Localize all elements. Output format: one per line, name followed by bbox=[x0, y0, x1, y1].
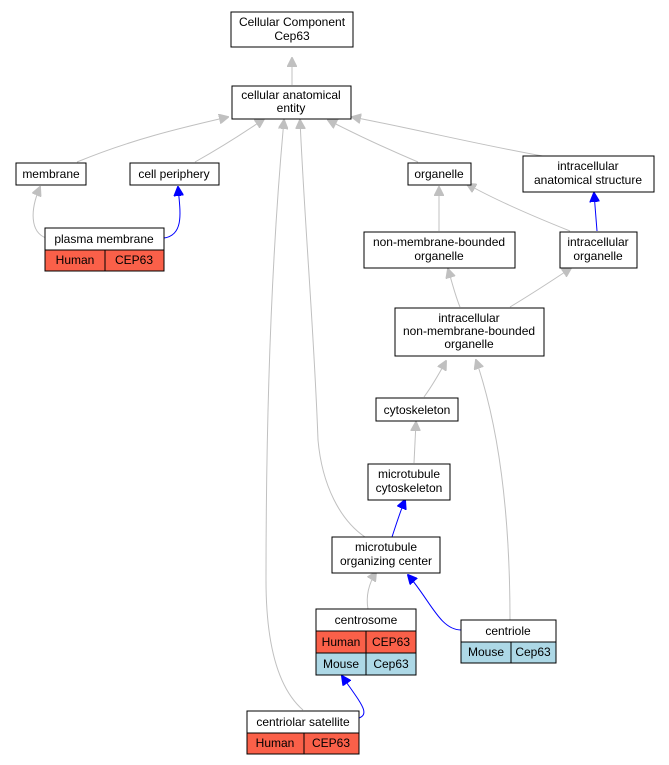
node-organelle: organelle bbox=[407, 162, 472, 186]
node-root: Cellular Component Cep63 bbox=[230, 11, 354, 48]
edge-inmbo-to-nmbo bbox=[448, 269, 461, 308]
node-cae-line2: entity bbox=[277, 101, 306, 115]
centrosome-species-mouse: Mouse bbox=[323, 657, 359, 671]
node-cytoskeleton-label: cytoskeleton bbox=[384, 403, 451, 417]
centrosome-gene-cep63-human: CEP63 bbox=[372, 635, 410, 649]
edge-io-to-ias bbox=[594, 193, 597, 232]
node-plasma-membrane-label: plasma membrane bbox=[54, 232, 154, 246]
node-moc-line2: organizing center bbox=[340, 554, 432, 568]
edge-centrosome-to-moc bbox=[366, 572, 376, 610]
node-nmbo-line1: non-membrane-bounded bbox=[373, 235, 505, 249]
centrosome-species-human: Human bbox=[322, 635, 361, 649]
node-ias-line1: intracellular bbox=[557, 159, 618, 173]
node-mc-line1: microtubule bbox=[378, 467, 440, 481]
node-root-line2: Cep63 bbox=[274, 29, 310, 43]
node-cell-periphery: cell periphery bbox=[129, 162, 220, 186]
node-mc-line2: cytoskeleton bbox=[376, 481, 443, 495]
node-centrosome: centrosome Human CEP63 Mouse Cep63 bbox=[315, 608, 417, 676]
edge-cytoskeleton-to-inmbo bbox=[423, 361, 446, 398]
node-io-line2: organelle bbox=[573, 249, 623, 263]
node-inmbo-line3: organelle bbox=[444, 337, 494, 351]
node-inmbo-line1: intracellular bbox=[438, 311, 499, 325]
edge-plasma-membrane-to-cell-periphery bbox=[163, 187, 180, 239]
node-ias-line2: anatomical structure bbox=[534, 173, 642, 187]
edge-organelle-to-cae bbox=[328, 120, 419, 163]
edge-cell-periphery-to-cae bbox=[194, 119, 264, 163]
edge-centriole-to-inmbo bbox=[476, 360, 511, 621]
node-intracellular-anatomical-structure: intracellular anatomical structure bbox=[522, 155, 655, 193]
node-cytoskeleton: cytoskeleton bbox=[375, 397, 459, 422]
edge-centriolar-satellite-to-centrosome bbox=[342, 676, 365, 720]
node-cell-periphery-label: cell periphery bbox=[138, 167, 209, 181]
node-microtubule-cytoskeleton: microtubule cytoskeleton bbox=[367, 463, 451, 501]
edge-moc-to-cae bbox=[300, 120, 366, 538]
node-centriolar-satellite: centriolar satellite Human CEP63 bbox=[246, 710, 360, 755]
plasma-membrane-species-human: Human bbox=[56, 253, 95, 267]
edges bbox=[33, 58, 597, 720]
node-microtubule-organizing-center: microtubule organizing center bbox=[331, 536, 441, 574]
node-cellular-anatomical-entity: cellular anatomical entity bbox=[231, 85, 352, 120]
node-organelle-label: organelle bbox=[414, 167, 464, 181]
centrosome-gene-cep63-mouse: Cep63 bbox=[373, 657, 409, 671]
plasma-membrane-gene-cep63: CEP63 bbox=[115, 253, 153, 267]
edge-centriole-to-moc bbox=[408, 575, 462, 631]
edge-moc-to-mc bbox=[391, 500, 405, 538]
centriole-species-mouse: Mouse bbox=[468, 645, 504, 659]
edge-inmbo-to-io bbox=[509, 268, 571, 308]
node-moc-line1: microtubule bbox=[355, 540, 417, 554]
node-membrane: membrane bbox=[15, 162, 87, 186]
node-plasma-membrane: plasma membrane Human CEP63 bbox=[44, 227, 165, 272]
node-cae-line1: cellular anatomical bbox=[241, 88, 340, 102]
node-centriole-label: centriole bbox=[485, 624, 531, 638]
node-nmbo-line2: organelle bbox=[414, 249, 464, 263]
node-centrosome-label: centrosome bbox=[335, 613, 398, 627]
centriole-gene-cep63: Cep63 bbox=[515, 645, 551, 659]
node-intracellular-organelle: intracellular organelle bbox=[559, 231, 638, 269]
node-inmbo-line2: non-membrane-bounded bbox=[403, 324, 535, 338]
edge-mc-to-cytoskeleton bbox=[414, 422, 416, 464]
node-centriole: centriole Mouse Cep63 bbox=[460, 619, 557, 664]
edge-membrane-to-cae bbox=[76, 117, 228, 163]
edge-plasma-membrane-to-membrane bbox=[33, 187, 47, 239]
centriolar-satellite-gene-cep63: CEP63 bbox=[312, 736, 350, 750]
node-membrane-label: membrane bbox=[22, 167, 80, 181]
edge-ias-to-cae bbox=[352, 117, 549, 158]
node-io-line1: intracellular bbox=[567, 235, 628, 249]
edge-centriolar-satellite-to-cae bbox=[265, 120, 304, 711]
node-non-membrane-bounded-organelle: non-membrane-bounded organelle bbox=[363, 231, 516, 269]
edge-io-to-organelle bbox=[467, 184, 571, 232]
node-intracellular-nmb-organelle: intracellular non-membrane-bounded organ… bbox=[394, 307, 545, 357]
node-root-line1: Cellular Component bbox=[239, 15, 346, 29]
centriolar-satellite-species-human: Human bbox=[256, 736, 295, 750]
node-centriolar-satellite-label: centriolar satellite bbox=[256, 715, 350, 729]
